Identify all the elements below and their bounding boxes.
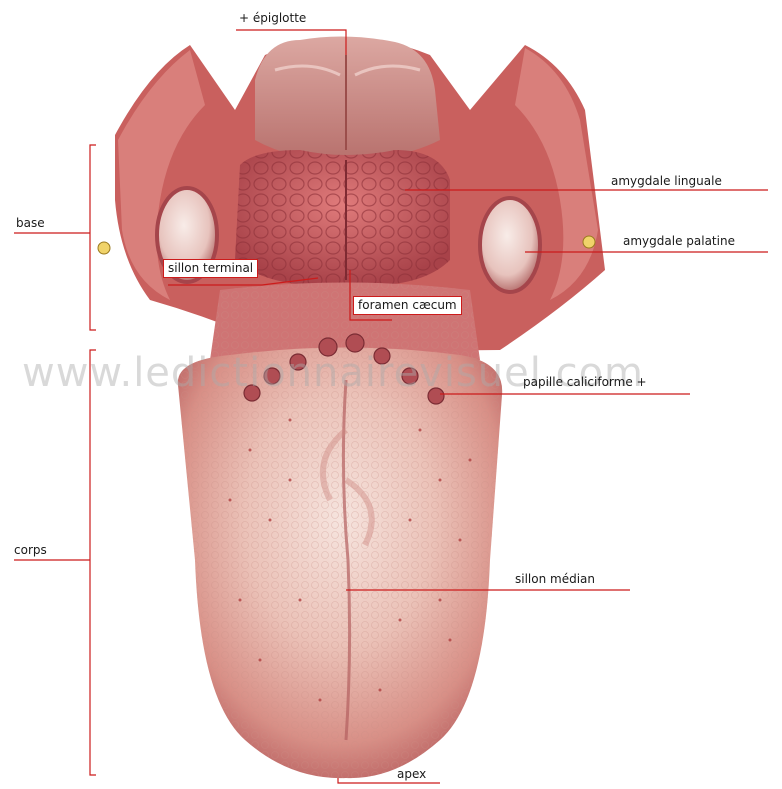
label-amygdale-linguale[interactable]: amygdale linguale [611,174,722,189]
label-base[interactable]: base [16,216,45,231]
label-papille-caliciforme[interactable]: papille caliciforme + [523,375,647,390]
label-epiglotte[interactable]: + épiglotte [239,11,306,26]
epiglottis-shape [255,36,440,160]
label-sillon-terminal[interactable]: sillon terminal [163,259,258,278]
label-apex[interactable]: apex [397,767,426,782]
label-foramen-caecum[interactable]: foramen cæcum [353,296,462,315]
label-corps[interactable]: corps [14,543,47,558]
palatine-tonsil-right [480,198,540,292]
label-amygdale-palatine[interactable]: amygdale palatine [623,234,735,249]
label-sillon-median[interactable]: sillon médian [515,572,595,587]
